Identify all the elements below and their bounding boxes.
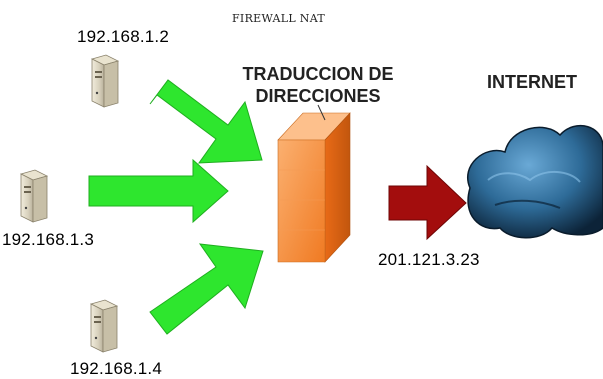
firewall-label-leader [317, 104, 326, 121]
host-ip-label: 192.168.1.4 [70, 359, 163, 378]
host-ip-label: 192.168.1.2 [77, 27, 170, 46]
firewall-label-line1: TRADUCCION DE [242, 64, 394, 84]
arrow-host-1-to-firewall [149, 79, 263, 164]
cloud-icon [467, 125, 603, 239]
internet-label: INTERNET [487, 72, 577, 92]
firewall-label: TRADUCCION DE DIRECCIONES [228, 63, 408, 107]
host-ip-label: 192.168.1.3 [2, 230, 95, 249]
arrow-firewall-to-internet [388, 164, 467, 241]
server-tower-icon [90, 54, 120, 108]
firewall-label-line2: DIRECCIONES [255, 86, 381, 106]
firewall-wall-icon [277, 112, 351, 263]
server-tower-icon [89, 299, 119, 353]
diagram-title: FIREWALL NAT [232, 12, 326, 25]
arrow-host-3-to-firewall [149, 243, 264, 335]
public-ip-label: 201.121.3.23 [378, 250, 480, 269]
server-tower-icon [19, 169, 49, 223]
arrow-host-2-to-firewall [88, 158, 229, 224]
